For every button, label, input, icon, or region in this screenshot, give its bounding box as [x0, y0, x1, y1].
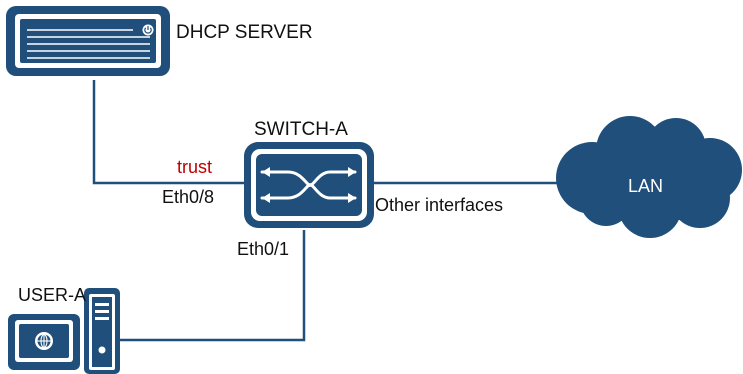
desktop-pc-icon — [8, 288, 120, 374]
server-icon — [6, 6, 170, 76]
cloud-icon — [556, 116, 742, 238]
link-server-switch — [92, 80, 248, 185]
switch-icon — [244, 142, 374, 228]
dhcp-server-label: DHCP SERVER — [176, 22, 313, 43]
eth0-8-label: Eth0/8 — [162, 187, 215, 207]
link-switch-user — [120, 230, 306, 342]
eth0-1-label: Eth0/1 — [237, 239, 290, 259]
switch-label: SWITCH-A — [254, 119, 348, 140]
lan-label: LAN — [628, 176, 664, 196]
links — [92, 80, 560, 342]
other-interfaces-label: Other interfaces — [375, 195, 504, 215]
user-label: USER-A — [18, 285, 87, 305]
trust-label: trust — [177, 157, 213, 177]
